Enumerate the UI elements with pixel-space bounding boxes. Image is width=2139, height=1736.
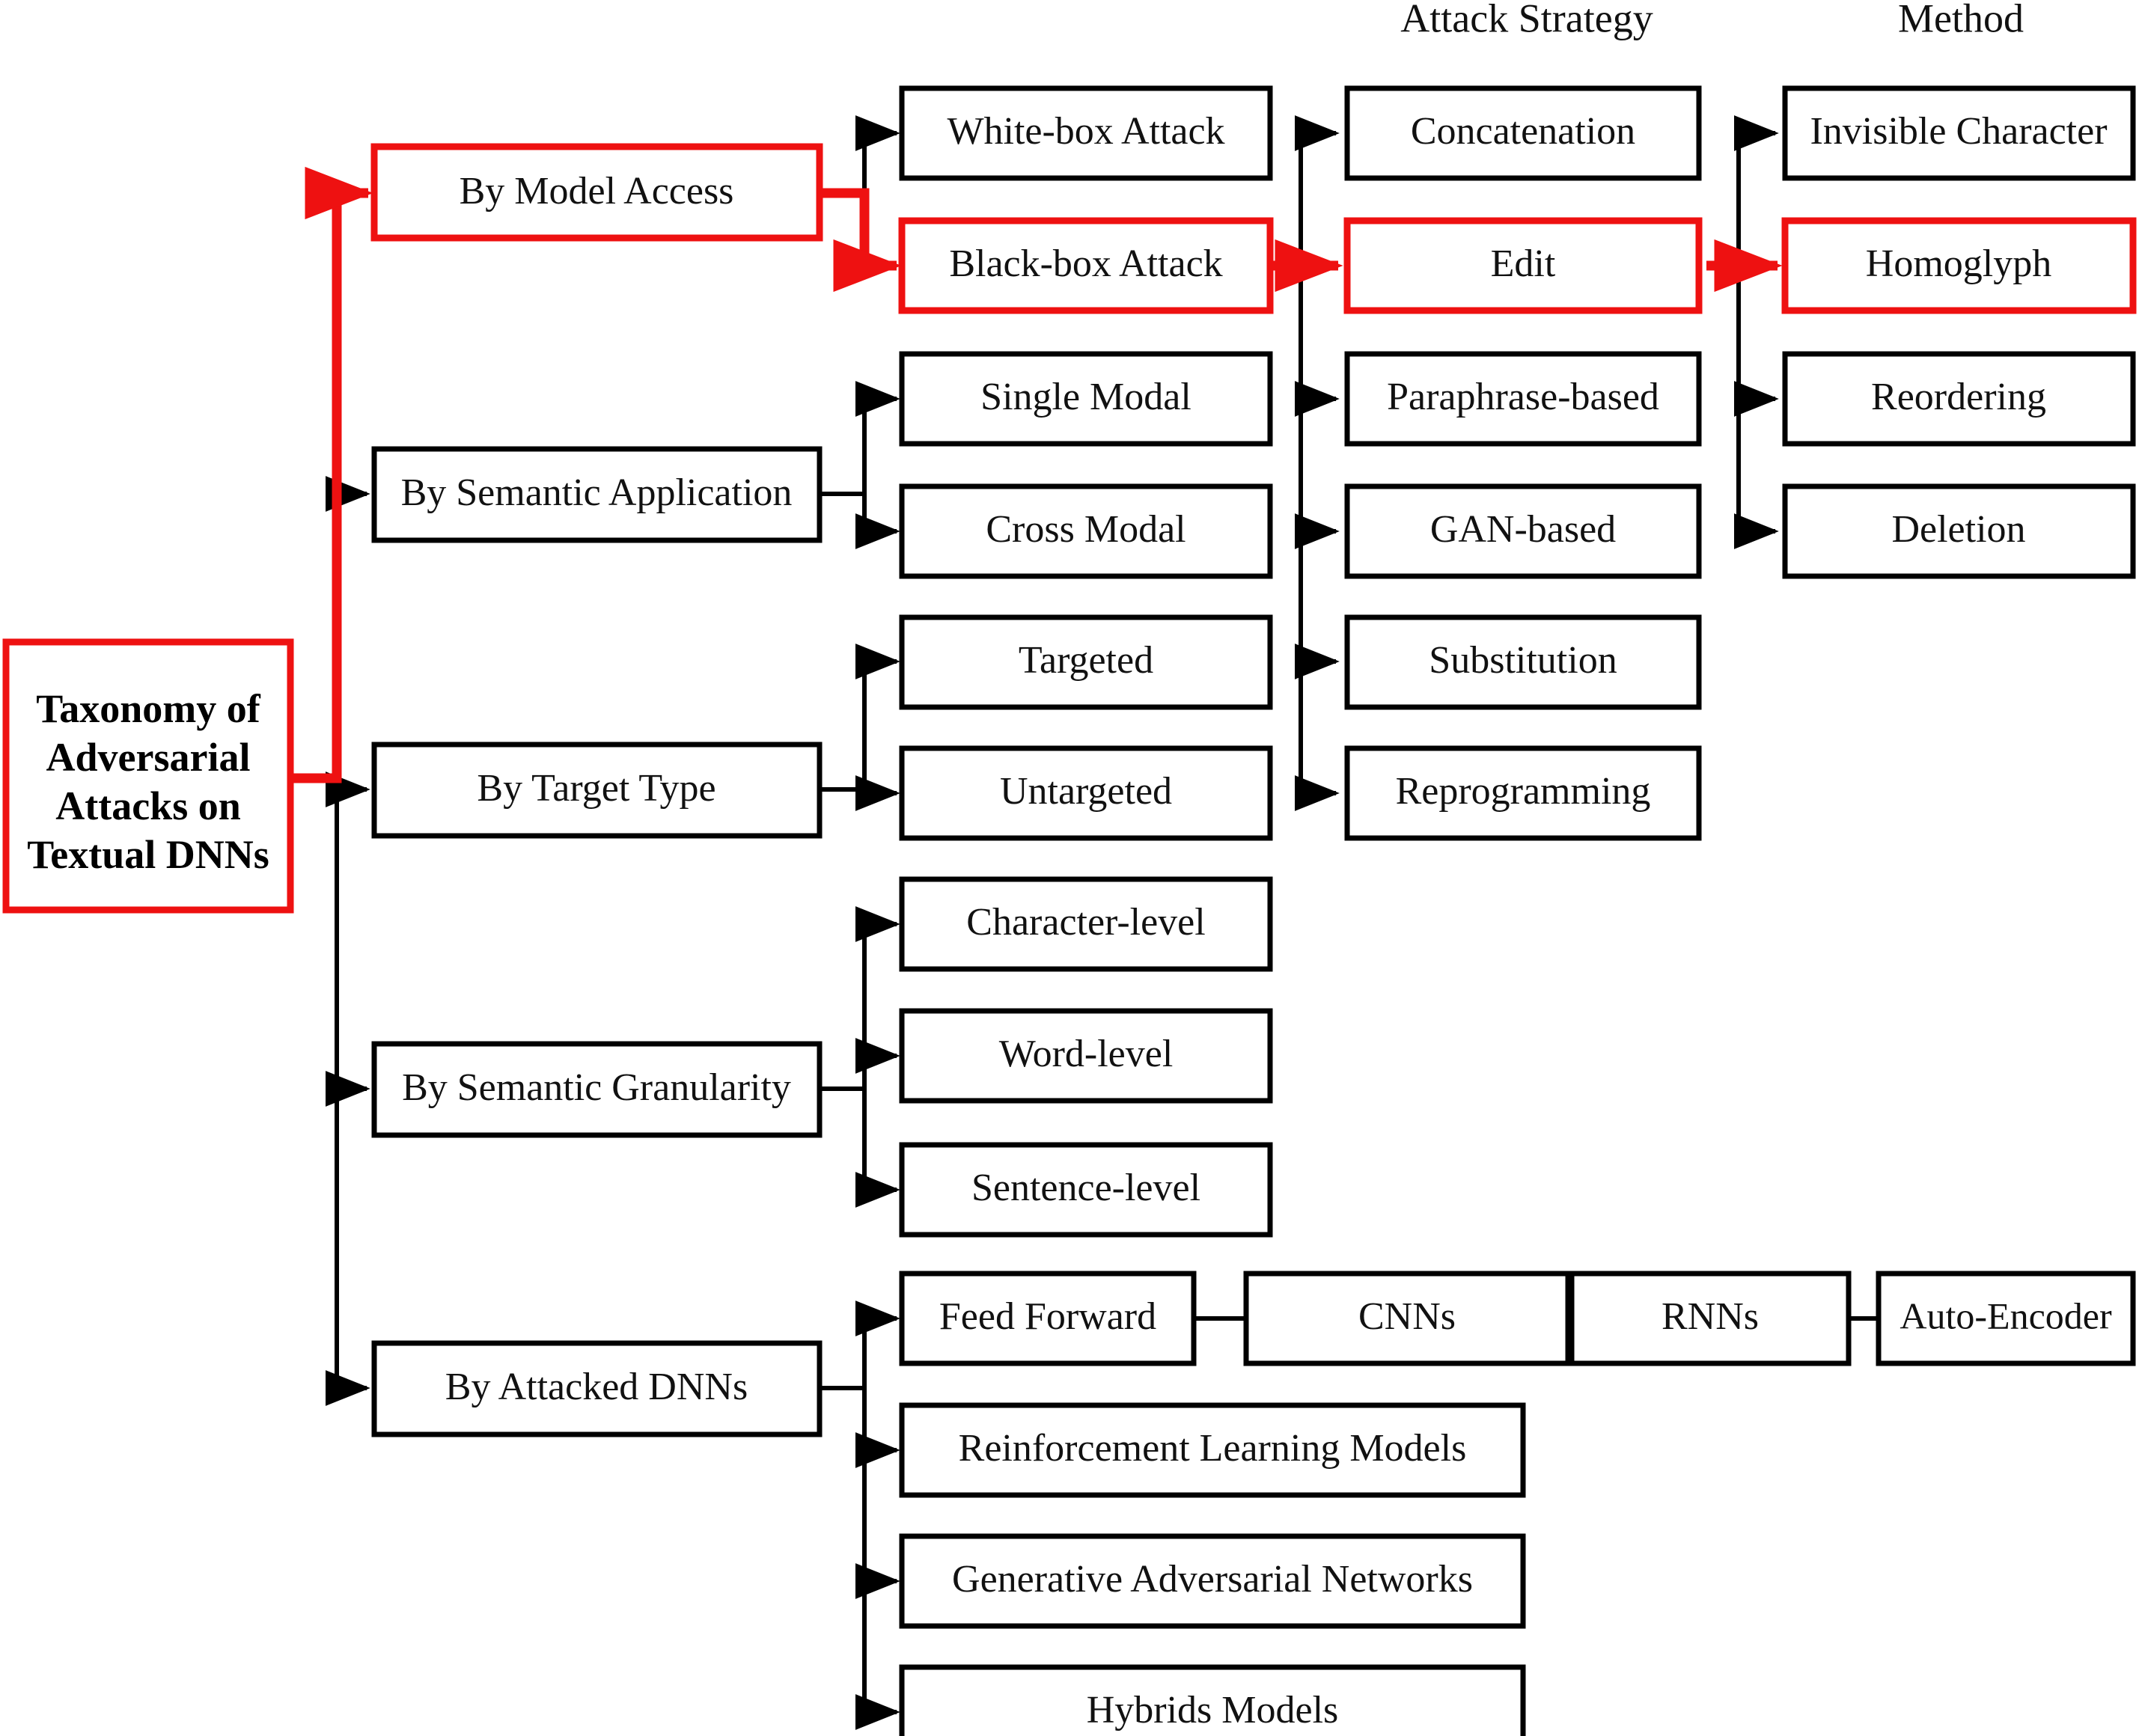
- attack-strategy-box-concatenation[interactable]: [1344, 85, 1702, 181]
- attack-strategy-label-paraphrase-based: Paraphrase-based: [1387, 376, 1659, 418]
- category-box-attacked-dnns[interactable]: [371, 1340, 823, 1437]
- connector-model-access-white-box: [855, 115, 900, 193]
- category-box-semantic-application[interactable]: [371, 446, 823, 543]
- subcategory-box-targeted[interactable]: [899, 614, 1273, 710]
- subcategory-label-targeted: Targeted: [1019, 639, 1153, 682]
- dnn-box-cnns[interactable]: [1243, 1271, 1571, 1366]
- connector-model-access-black-box-highlight: [820, 188, 902, 293]
- method-label-invisible-character: Invisible Character: [1810, 110, 2107, 153]
- category-label-attacked-dnns: By Attacked DNNs: [445, 1366, 748, 1408]
- method-box-deletion[interactable]: [1782, 483, 2136, 579]
- category-label-semantic-granularity: By Semantic Granularity: [402, 1066, 791, 1109]
- dnn-box-feed-forward[interactable]: [899, 1271, 1197, 1366]
- subcategory-box-white-box[interactable]: [899, 85, 1273, 181]
- dnn-label-feed-forward: Feed Forward: [939, 1295, 1156, 1338]
- attack-strategy-label-reprogramming: Reprogramming: [1396, 770, 1651, 813]
- connector-cross-modal: [855, 494, 900, 549]
- subcategory-box-single-modal[interactable]: [899, 351, 1273, 447]
- root-line-3: Attacks on: [55, 783, 241, 828]
- subcategory-label-white-box: White-box Attack: [947, 110, 1224, 153]
- subcategory-box-cross-modal[interactable]: [899, 483, 1273, 579]
- method-box-homoglyph[interactable]: [1781, 217, 2137, 314]
- subcategory-label-untargeted: Untargeted: [1000, 770, 1172, 813]
- attack-strategy-box-paraphrase-based[interactable]: [1344, 351, 1702, 447]
- dnn-box-rnns[interactable]: [1569, 1271, 1852, 1366]
- method-label-deletion: Deletion: [1891, 508, 2025, 551]
- subcategory-box-character-level[interactable]: [899, 876, 1273, 972]
- root-line-2: Adversarial: [46, 735, 251, 780]
- dnn-model-label-hybrids: Hybrids Models: [1087, 1689, 1339, 1732]
- subcategory-label-cross-modal: Cross Modal: [986, 508, 1186, 551]
- subcategory-box-word-level[interactable]: [899, 1008, 1273, 1104]
- attack-strategy-label-gan-based: GAN-based: [1430, 508, 1616, 551]
- attack-strategy-label-edit: Edit: [1491, 242, 1556, 285]
- attack-strategy-box-gan-based[interactable]: [1344, 483, 1702, 579]
- dnn-model-box-hybrids[interactable]: [899, 1664, 1526, 1736]
- attack-strategy-box-edit[interactable]: [1343, 217, 1703, 314]
- subcategory-box-sentence-level[interactable]: [899, 1142, 1273, 1238]
- header-attack-strategy: Attack Strategy: [1400, 0, 1653, 40]
- header-method: Method: [1898, 0, 2024, 40]
- attack-strategy-label-concatenation: Concatenation: [1411, 110, 1635, 153]
- dnn-label-rnns: RNNs: [1662, 1295, 1759, 1338]
- method-box-invisible-character[interactable]: [1782, 85, 2136, 181]
- subcategory-box-untargeted[interactable]: [899, 745, 1273, 841]
- subcategory-label-word-level: Word-level: [999, 1033, 1174, 1075]
- attack-strategy-label-substitution: Substitution: [1429, 639, 1617, 682]
- dnn-box-auto-encoder[interactable]: [1876, 1271, 2136, 1366]
- category-box-model-access[interactable]: [370, 143, 823, 242]
- root-node-box[interactable]: [2, 638, 294, 914]
- subcategory-box-black-box[interactable]: [898, 217, 1274, 314]
- category-label-target-type: By Target Type: [477, 767, 715, 810]
- method-label-reordering: Reordering: [1871, 376, 2046, 418]
- category-box-semantic-granularity[interactable]: [371, 1041, 823, 1138]
- dnn-model-box-gan-models[interactable]: [899, 1533, 1526, 1629]
- connector-untargeted: [855, 775, 900, 811]
- subcategory-label-character-level: Character-level: [966, 901, 1205, 944]
- category-label-semantic-application: By Semantic Application: [401, 471, 793, 514]
- root-line-1: Taxonomy of: [36, 686, 261, 731]
- subcategory-label-single-modal: Single Modal: [980, 376, 1191, 418]
- method-label-homoglyph: Homoglyph: [1866, 242, 2051, 285]
- category-box-target-type[interactable]: [371, 742, 823, 839]
- connector-single-modal: [855, 381, 900, 494]
- dnn-label-cnns: CNNs: [1358, 1295, 1456, 1338]
- dnn-model-label-gan-models: Generative Adversarial Networks: [952, 1558, 1473, 1601]
- dnn-label-auto-encoder: Auto-Encoder: [1900, 1295, 2112, 1336]
- method-box-reordering[interactable]: [1782, 351, 2136, 447]
- subcategory-label-sentence-level: Sentence-level: [971, 1167, 1200, 1209]
- category-label-model-access: By Model Access: [460, 170, 734, 213]
- attack-strategy-box-reprogramming[interactable]: [1344, 745, 1702, 841]
- dnn-model-box-rl-models[interactable]: [899, 1402, 1526, 1498]
- connector-targeted: [855, 644, 900, 789]
- root-line-4: Textual DNNs: [27, 832, 269, 877]
- attack-strategy-box-substitution[interactable]: [1344, 614, 1702, 710]
- dnn-model-label-rl-models: Reinforcement Learning Models: [959, 1427, 1467, 1470]
- subcategory-label-black-box: Black-box Attack: [949, 242, 1222, 285]
- connector-root-to-model-access-highlight: [290, 166, 373, 783]
